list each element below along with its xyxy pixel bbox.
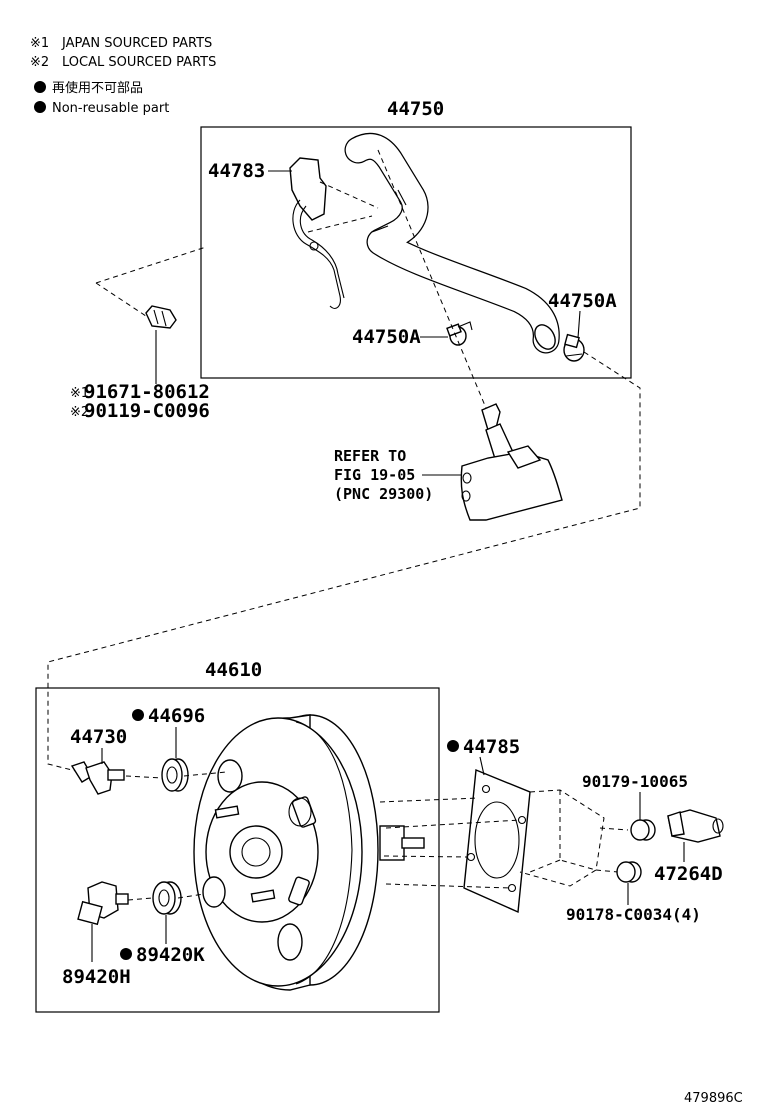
- legend: ※1 JAPAN SOURCED PARTS ※2 LOCAL SOURCED …: [30, 36, 216, 116]
- hose-clamp-right: [563, 333, 585, 362]
- reference-line-1: REFER TO: [334, 447, 406, 465]
- connection-dashed-line: [47, 351, 641, 773]
- align-line: [319, 181, 379, 209]
- part-number-91671-80612: 91671-80612: [84, 381, 210, 403]
- bolt-mark-2: ※2: [70, 405, 89, 420]
- gasket-center-hole: [474, 801, 520, 879]
- legend-non-reusable-jp: 再使用不可部品: [52, 80, 143, 96]
- clevis-47264d: [667, 809, 724, 843]
- figure-id: 479896C: [684, 1091, 743, 1106]
- align-line: [127, 893, 205, 901]
- reference-line-2: FIG 19-05: [334, 466, 415, 484]
- brake-booster: [193, 714, 425, 991]
- seal-89420k: [152, 881, 182, 915]
- legend-local-sourced: LOCAL SOURCED PARTS: [62, 55, 216, 70]
- part-number-90119-c0096: 90119-C0096: [84, 400, 210, 422]
- part-number-44696: 44696: [148, 705, 205, 727]
- part-number-47264d: 47264D: [654, 863, 723, 885]
- hose-bend-lines: [371, 189, 407, 233]
- part-number-44783: 44783: [208, 160, 265, 182]
- bracket-wire-inner: [299, 205, 345, 299]
- nut-90178: [616, 861, 642, 883]
- hose-assembly-group: 44750 44783 44750A 44750A: [200, 98, 632, 409]
- bracket-hole: [461, 490, 471, 502]
- bolt-dashed-leader: [95, 246, 207, 321]
- part-number-90178-c0034: 90178-C0034(4): [566, 905, 701, 924]
- part-number-44785: 44785: [463, 736, 520, 758]
- check-valve-nipple: [481, 403, 501, 431]
- non-reusable-dot-icon: [34, 81, 46, 93]
- nut-align-lines: [595, 827, 629, 873]
- legend-mark-1: ※1: [30, 36, 49, 51]
- bolt-mark-1: ※1: [70, 386, 89, 401]
- hose-clamp-left: [446, 321, 473, 346]
- non-reusable-dot-icon: [447, 740, 459, 752]
- non-reusable-dot-icon: [34, 101, 46, 113]
- non-reusable-dot-icon: [132, 709, 144, 721]
- bolt-group: ※1 91671-80612 ※2 90119-C0096: [70, 246, 210, 422]
- bracket-eyelet: [309, 241, 319, 251]
- valve-collar: [506, 445, 542, 469]
- hose-assembly-frame: [200, 126, 632, 379]
- legend-mark-2: ※2: [30, 55, 49, 70]
- part-number-90179-10065: 90179-10065: [582, 772, 688, 791]
- leader-44785: [479, 756, 485, 776]
- reference-line-3: (PNC 29300): [334, 485, 433, 503]
- part-number-89420k: 89420K: [136, 944, 205, 966]
- check-valve-union-44730: [70, 761, 125, 795]
- vacuum-sensor-89420h: [77, 881, 129, 926]
- part-number-44730: 44730: [70, 726, 127, 748]
- part-number-44750: 44750: [387, 98, 444, 120]
- vacuum-hose: [345, 134, 559, 353]
- non-reusable-dot-icon: [120, 948, 132, 960]
- part-number-44750a-left: 44750A: [352, 326, 421, 348]
- part-number-44750a-right: 44750A: [548, 290, 617, 312]
- referenced-bracket: [460, 451, 563, 521]
- booster-assembly-group: 44610: [35, 659, 440, 1013]
- hose-end: [534, 324, 556, 350]
- gasket-bolt-hole: [517, 815, 527, 825]
- align-line: [307, 215, 373, 233]
- legend-japan-sourced: JAPAN SOURCED PARTS: [61, 36, 212, 51]
- hardware-group: 90179-10065 47264D 90178-C0034(4): [566, 772, 724, 924]
- align-line: [125, 771, 227, 779]
- gasket-group: 44785: [379, 736, 629, 914]
- booster-assembly-frame: [35, 687, 440, 1013]
- booster-gasket: [463, 768, 531, 914]
- nut-90179: [630, 819, 656, 841]
- part-number-44610: 44610: [205, 659, 262, 681]
- stud-align-lines: [379, 797, 521, 889]
- leader-44750a-right: [577, 310, 581, 339]
- hose-bracket: [289, 157, 327, 221]
- bracket-wire-clip: [292, 199, 341, 309]
- legend-non-reusable-en: Non-reusable part: [52, 101, 169, 116]
- align-line-hose-to-valve: [377, 149, 487, 409]
- grommet-44696: [161, 758, 189, 792]
- bracket-hole: [462, 472, 472, 484]
- reference-group: REFER TO FIG 19-05 (PNC 29300): [334, 403, 563, 521]
- gasket-bolt-hole: [507, 883, 517, 893]
- mounting-box-dashed: [519, 789, 605, 887]
- gasket-bolt-hole: [481, 784, 491, 794]
- bolt: [145, 305, 177, 329]
- part-number-89420h: 89420H: [62, 966, 131, 988]
